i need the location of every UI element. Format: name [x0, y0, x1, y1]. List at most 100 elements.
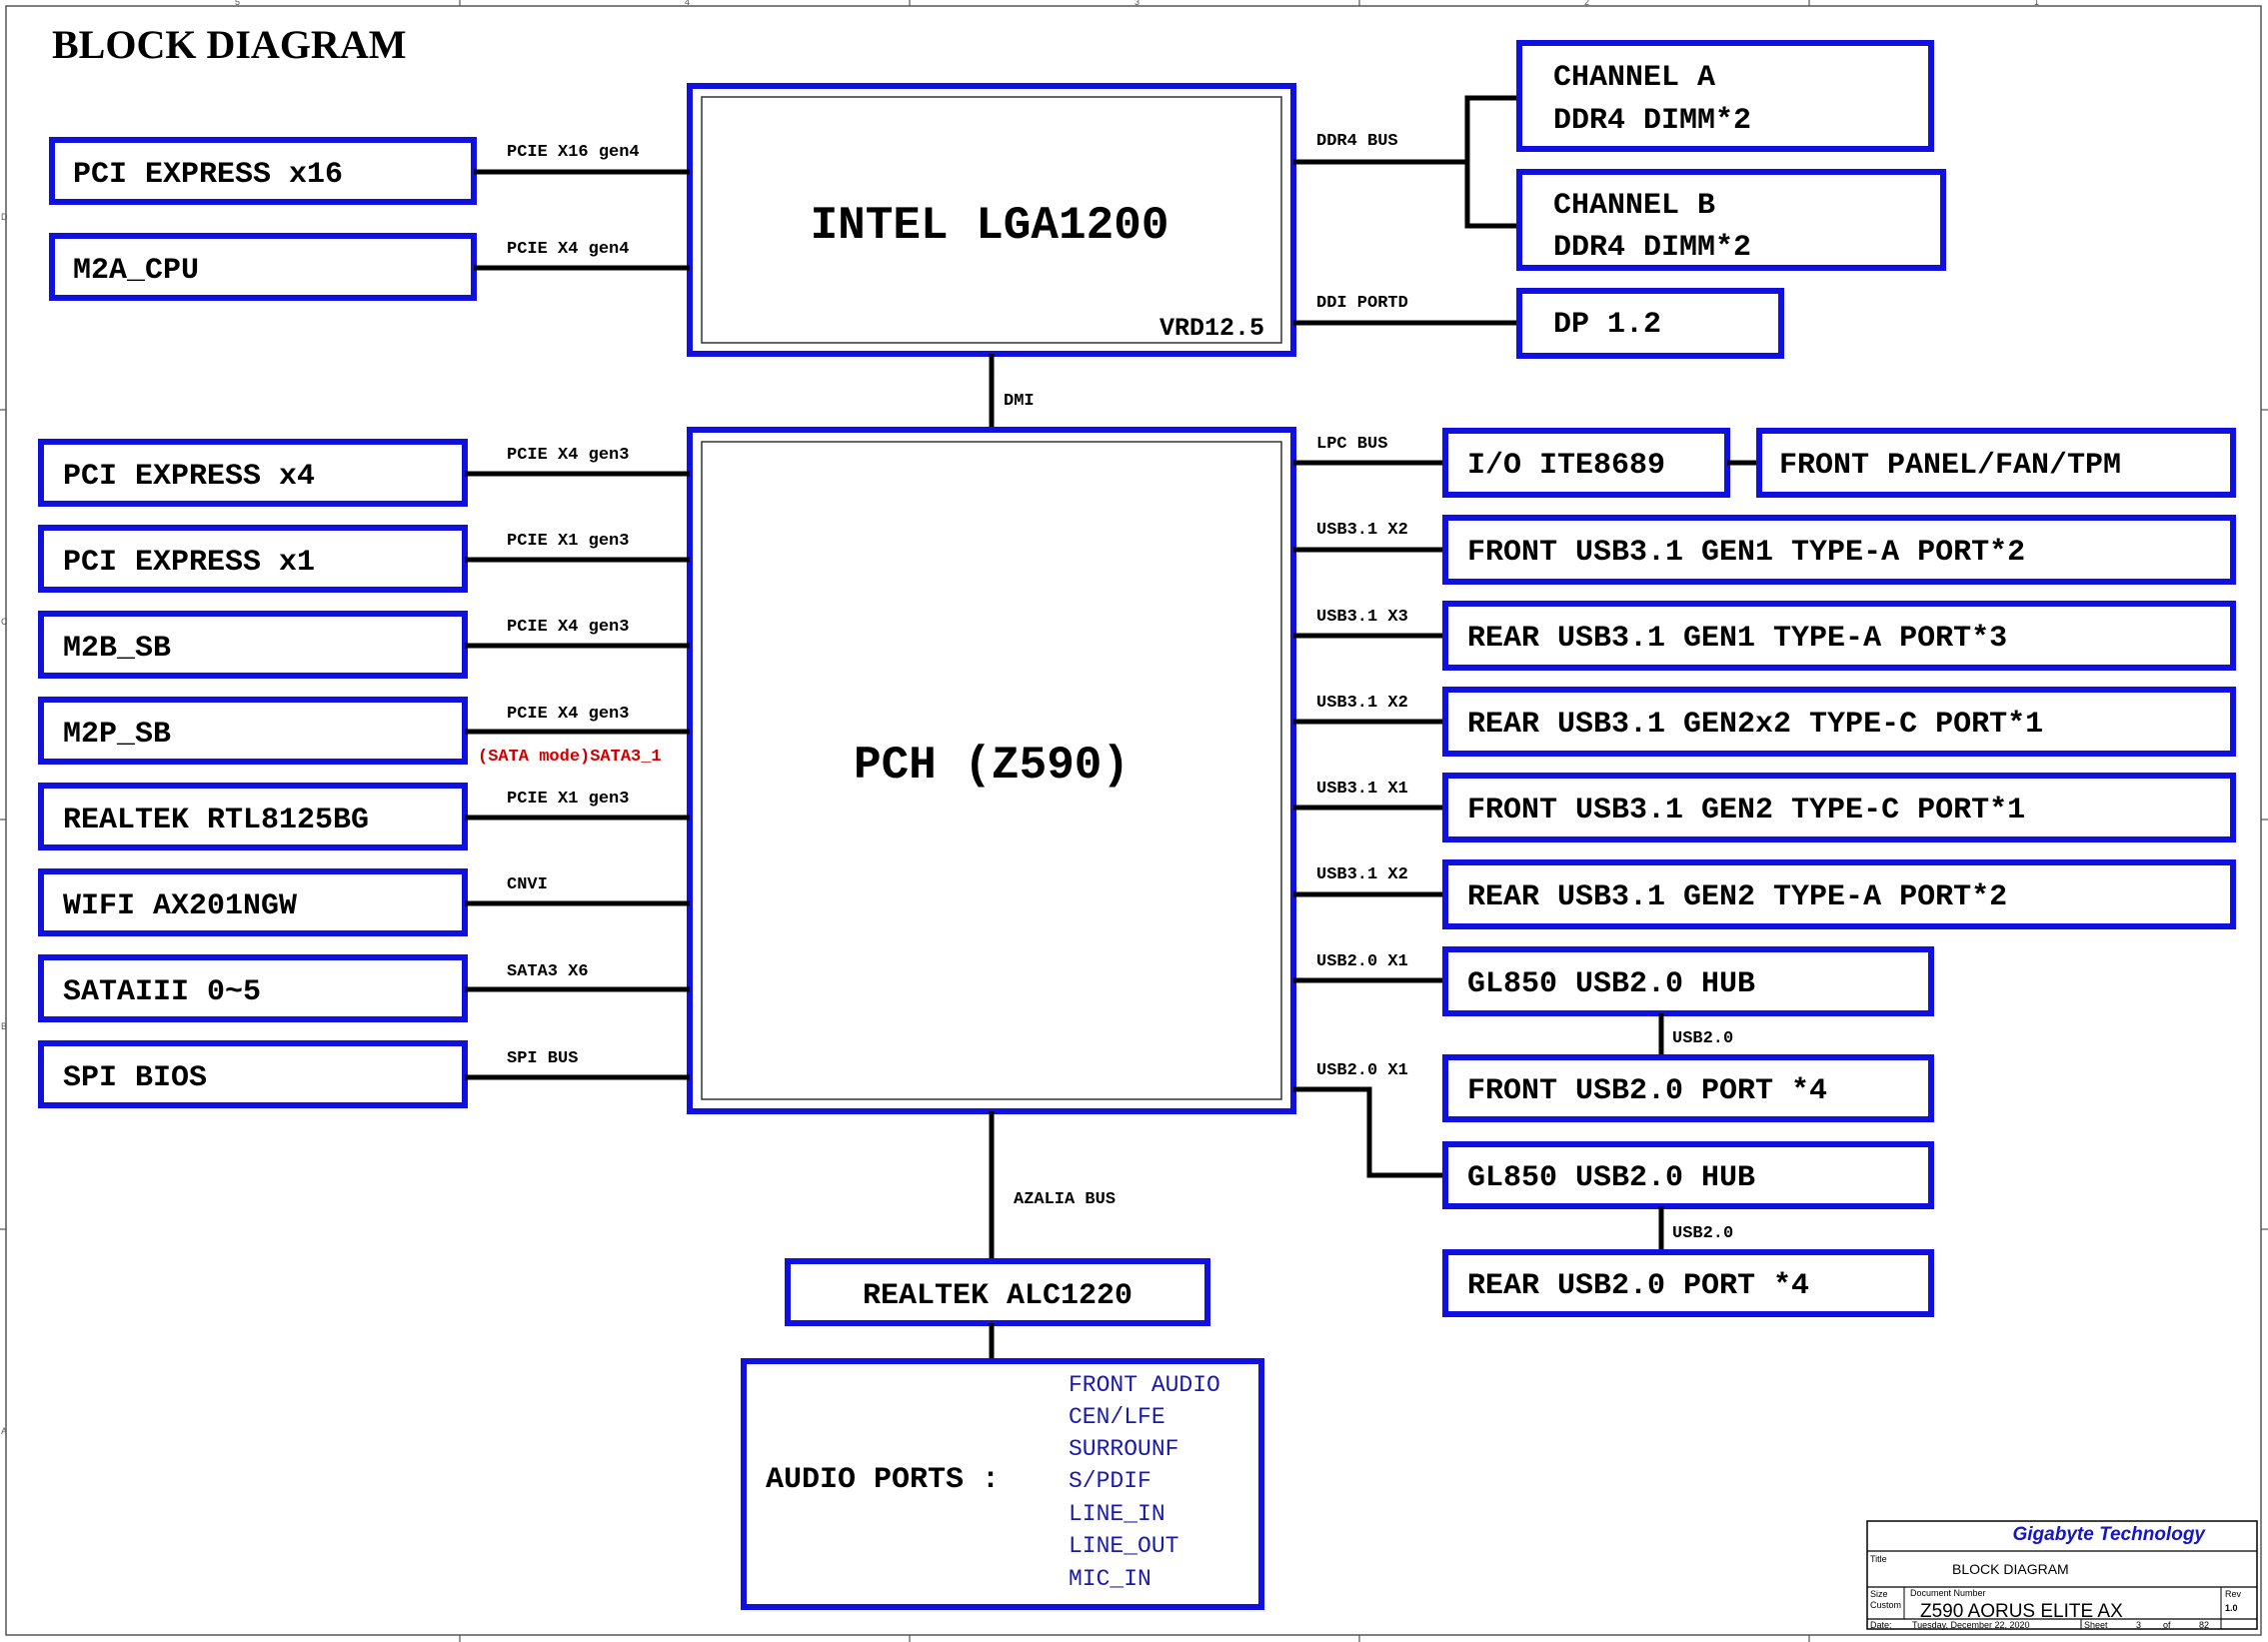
pch-box[interactable]	[687, 427, 1296, 1114]
pcie-x4-label: PCI EXPRESS x4	[63, 460, 315, 494]
usb3-row-2-label: REAR USB3.1 GEN1 TYPE-A PORT*3	[1467, 622, 2007, 656]
m2a-cpu-box[interactable]	[49, 233, 477, 301]
title-block-of-value: 82	[2199, 1620, 2209, 1630]
title-block-title-value: BLOCK DIAGRAM	[1952, 1561, 2069, 1577]
rtl8125bg-label: REALTEK RTL8125BG	[63, 804, 369, 837]
pcie-x1-box[interactable]	[38, 525, 468, 593]
pcie-x4-bus-label: PCIE X4 gen3	[507, 446, 629, 465]
title-block-rev-value: 1.0	[2225, 1603, 2238, 1613]
usb3-row-4-box[interactable]	[1442, 773, 2236, 842]
sata-bus-label: SATA3 X6	[507, 962, 589, 981]
pcie-x1-label: PCI EXPRESS x1	[63, 546, 315, 580]
wifi-bus-label: CNVI	[507, 875, 548, 894]
front-panel-label: FRONT PANEL/FAN/TPM	[1779, 449, 2121, 483]
channel-a-line2: DDR4 DIMM*2	[1553, 104, 1751, 138]
usb3-row-2-box[interactable]	[1442, 601, 2236, 671]
usb3-row-3-bus-label: USB3.1 X2	[1316, 694, 1408, 713]
cpu-inner-frame	[701, 96, 1282, 344]
m2b-sb-bus-label: PCIE X4 gen3	[507, 618, 629, 637]
channel-b-line1: CHANNEL B	[1553, 189, 1715, 223]
zone-letter-c: C	[1, 617, 8, 627]
audio-port-cen-lfe: CEN/LFE	[1069, 1404, 1165, 1430]
pcie-x1-bus-label: PCIE X1 gen3	[507, 532, 629, 551]
usb3-row-5-bus-label: USB3.1 X2	[1316, 865, 1408, 884]
m2p-sb-box[interactable]	[38, 697, 468, 765]
audio-port-spdif: S/PDIF	[1069, 1468, 1151, 1494]
hub2-box[interactable]	[1442, 1141, 1934, 1209]
m2b-sb-box[interactable]	[38, 611, 468, 679]
title-block-doc-value: Z590 AORUS ELITE AX	[1920, 1601, 2123, 1622]
usb3-row-1-box[interactable]	[1442, 515, 2236, 585]
usb3-row-3-box[interactable]	[1442, 687, 2236, 757]
title-block-of-label: of	[2163, 1620, 2171, 1630]
audio-port-front-audio: FRONT AUDIO	[1069, 1372, 1220, 1398]
front-panel-box[interactable]	[1756, 428, 2236, 498]
pch-inner-frame	[701, 441, 1282, 1100]
usb3-row-1-label: FRONT USB3.1 GEN1 TYPE-A PORT*2	[1467, 536, 2025, 570]
zone-letter-a: A	[1, 1426, 7, 1436]
spi-bios-box[interactable]	[38, 1040, 468, 1108]
lpc-bus-label: LPC BUS	[1316, 435, 1387, 454]
hub1-box[interactable]	[1442, 946, 1934, 1016]
audio-port-surround: SURROUNF	[1069, 1436, 1178, 1462]
audio-ports-label: AUDIO PORTS :	[766, 1463, 1000, 1497]
hub2-wire	[1293, 1086, 1445, 1178]
ddi-bus-label: DDI PORTD	[1316, 294, 1408, 313]
wifi-label: WIFI AX201NGW	[63, 889, 297, 923]
audio-ports-box[interactable]	[741, 1358, 1264, 1610]
usb3-row-1-bus-label: USB3.1 X2	[1316, 521, 1408, 540]
m2a-cpu-bus-label: PCIE X4 gen4	[507, 240, 629, 259]
title-block-doc-label: Document Number	[1910, 1588, 1986, 1598]
title-block-date-value: Tuesday, December 22, 2020	[1912, 1620, 2030, 1630]
ddr-branch-wire	[1464, 95, 1519, 229]
usb3-row-5-label: REAR USB3.1 GEN2 TYPE-A PORT*2	[1467, 880, 2007, 914]
title-block-date-label: Date:	[1870, 1620, 1892, 1630]
m2b-sb-label: M2B_SB	[63, 632, 171, 666]
dp-box[interactable]	[1516, 288, 1784, 359]
alc1220-box[interactable]	[785, 1258, 1210, 1326]
title-block: Gigabyte Technology Title BLOCK DIAGRAM …	[1866, 1520, 2258, 1630]
cpu-box[interactable]	[687, 83, 1296, 357]
sheet-frame	[5, 5, 2262, 1636]
hub2-link-label: USB2.0	[1672, 1224, 1733, 1243]
sata-label: SATAIII 0~5	[63, 975, 261, 1009]
audio-port-line-out: LINE_OUT	[1069, 1533, 1178, 1559]
spi-bios-label: SPI BIOS	[63, 1061, 207, 1095]
hub2-bus-label: USB2.0 X1	[1316, 1061, 1408, 1080]
m2p-sb-label: M2P_SB	[63, 718, 171, 752]
ddr-bus-label: DDR4 BUS	[1316, 132, 1398, 151]
rear-usb2-port-box[interactable]	[1442, 1249, 1934, 1317]
title-block-rev-label: Rev	[2225, 1589, 2242, 1599]
title-block-size-value: Custom	[1870, 1600, 1901, 1610]
channel-a-box[interactable]	[1516, 40, 1934, 152]
hub1-label: GL850 USB2.0 HUB	[1467, 967, 1755, 1001]
dmi-label: DMI	[1004, 392, 1035, 411]
channel-b-box[interactable]	[1516, 169, 1946, 271]
hub1-link-label: USB2.0	[1672, 1029, 1733, 1048]
cpu-name: INTEL LGA1200	[811, 200, 1169, 252]
title-block-sheet-label: Sheet	[2084, 1620, 2108, 1630]
usb3-row-5-box[interactable]	[1442, 859, 2236, 929]
usb3-group: USB3.1 X2 FRONT USB3.1 GEN1 TYPE-A PORT*…	[1293, 515, 2236, 929]
pcie-x4-box[interactable]	[38, 439, 468, 507]
zone-letter-d: D	[1, 212, 8, 222]
azalia-bus-label: AZALIA BUS	[1014, 1190, 1116, 1209]
alc1220-label: REALTEK ALC1220	[863, 1279, 1133, 1313]
title-block-company: Gigabyte Technology	[2013, 1524, 2207, 1545]
pcie-x16-bus-label: PCIE X16 gen4	[507, 143, 640, 162]
io-ite8689-label: I/O ITE8689	[1467, 449, 1665, 483]
hub2-label: GL850 USB2.0 HUB	[1467, 1161, 1755, 1195]
title-block-title-label: Title	[1870, 1554, 1887, 1564]
channel-a-line1: CHANNEL A	[1553, 61, 1715, 95]
title-block-size-label: Size	[1870, 1589, 1888, 1599]
rtl8125bg-bus-label: PCIE X1 gen3	[507, 790, 629, 809]
pch-name: PCH (Z590)	[854, 740, 1130, 792]
page-title: BLOCK DIAGRAM	[52, 22, 406, 67]
front-usb2-port-label: FRONT USB2.0 PORT *4	[1467, 1074, 1827, 1108]
rear-usb2-port-label: REAR USB2.0 PORT *4	[1467, 1269, 1809, 1303]
usb3-row-2-bus-label: USB3.1 X3	[1316, 608, 1408, 627]
m2a-cpu-label: M2A_CPU	[73, 254, 199, 288]
front-usb2-port-box[interactable]	[1442, 1054, 1934, 1122]
zone-number-3: 3	[1134, 0, 1139, 7]
